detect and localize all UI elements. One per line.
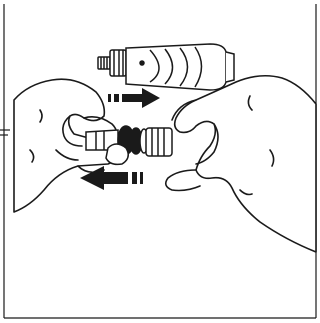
spray-nozzle-icon (98, 44, 234, 90)
pull-arrow-icon (80, 166, 143, 190)
right-hand-icon (166, 76, 316, 252)
push-arrow-icon (108, 88, 160, 108)
